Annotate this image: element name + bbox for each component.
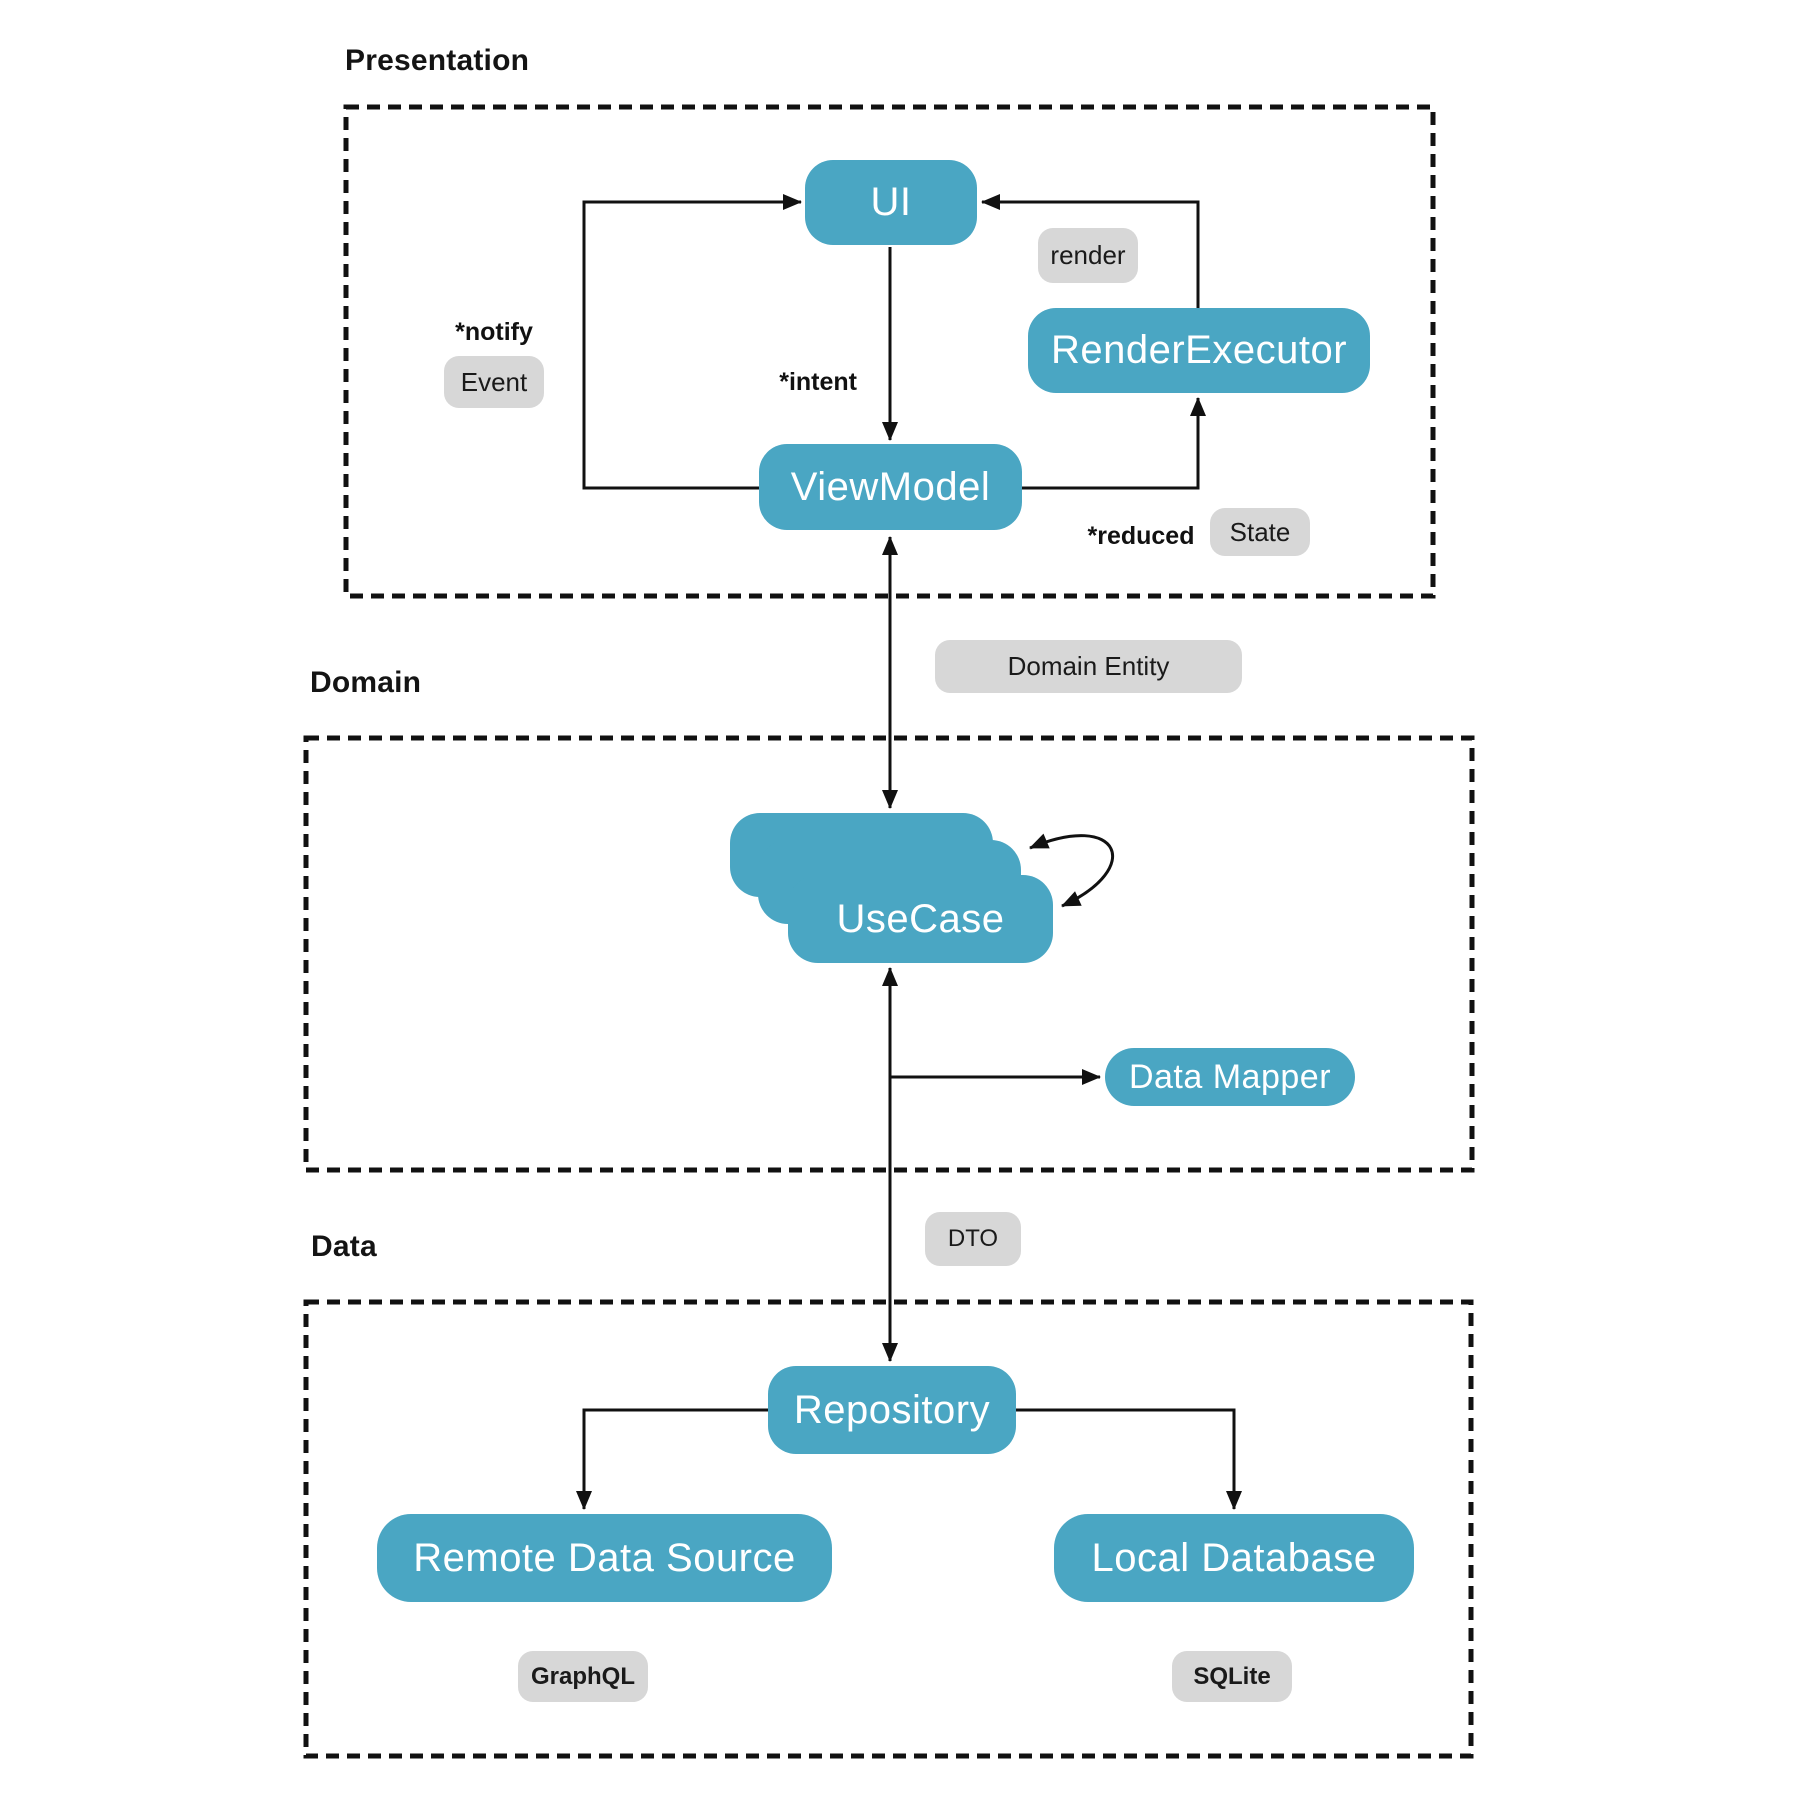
edge-reduced-viewmodel-to-renderexecutor <box>1022 397 1206 490</box>
edge-notify-viewmodel-to-ui <box>582 194 802 490</box>
edge-label-reduced: *reduced <box>1087 522 1195 550</box>
node-remote-data-source: Remote Data Source <box>377 1514 832 1602</box>
edge-repository-to-local-database <box>1016 1408 1242 1510</box>
node-usecase: UseCase <box>788 875 1053 963</box>
edge-repository-to-remote-data-source <box>576 1408 768 1510</box>
chip-dto: DTO <box>925 1212 1021 1266</box>
chip-state: State <box>1210 508 1310 556</box>
presentation-dashed-box <box>343 104 1436 599</box>
node-ui: UI <box>805 160 977 245</box>
section-label-domain: Domain <box>310 666 422 699</box>
edge-render-renderexecutor-to-ui <box>981 194 1200 308</box>
node-local-database: Local Database <box>1054 1514 1414 1602</box>
chip-sqlite: SQLite <box>1172 1651 1292 1702</box>
node-viewmodel: ViewModel <box>759 444 1022 530</box>
node-render-executor: RenderExecutor <box>1028 308 1370 393</box>
chip-domain-entity: Domain Entity <box>935 640 1242 693</box>
edge-label-notify: *notify <box>455 318 533 346</box>
chip-graphql: GraphQL <box>518 1651 648 1702</box>
edge-usecase-self-loop <box>1029 833 1115 908</box>
data-dashed-box <box>303 1299 1474 1759</box>
edge-label-intent: *intent <box>779 368 857 396</box>
chip-event: Event <box>444 356 544 408</box>
section-label-data: Data <box>311 1230 377 1263</box>
node-repository: Repository <box>768 1366 1016 1454</box>
node-data-mapper: Data Mapper <box>1105 1048 1355 1106</box>
section-label-presentation: Presentation <box>345 44 530 77</box>
chip-render: render <box>1038 228 1138 283</box>
